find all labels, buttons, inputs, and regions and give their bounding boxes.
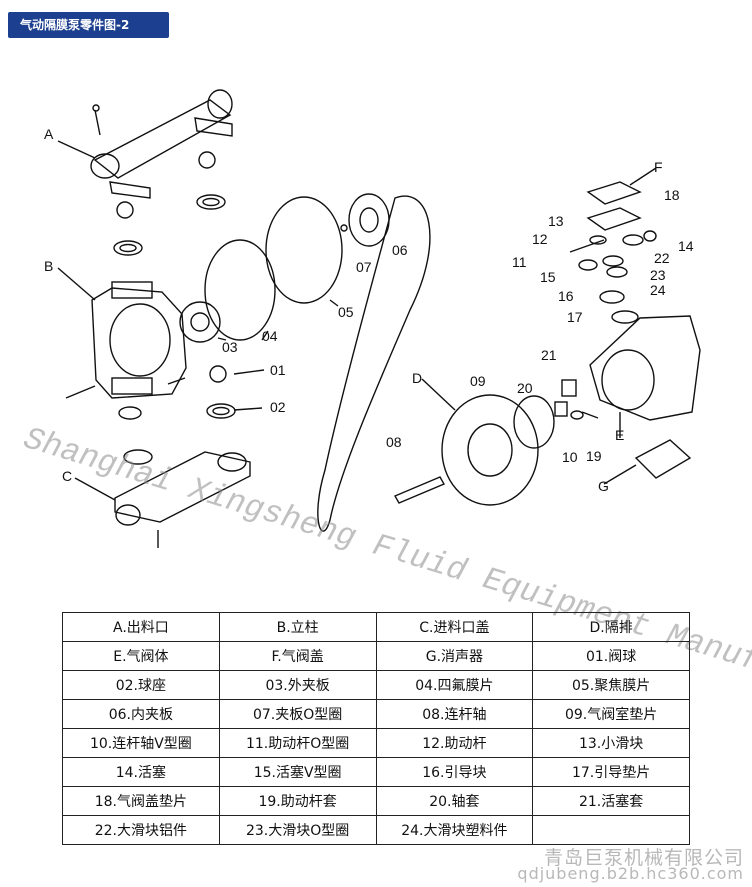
table-cell: 09.气阀室垫片 [532,699,690,729]
table-row: A.出料口 B.立柱 C.进料口盖 D.隔排 [62,612,690,642]
table-row: 18.气阀盖垫片 19.助动杆套 20.轴套 21.活塞套 [62,786,690,816]
label-13: 13 [548,213,564,229]
table-cell: 03.外夹板 [218,670,377,700]
part-e-valve-body [589,315,701,421]
exploded-parts-diagram: A B C D E F G 01 02 03 04 05 06 07 08 09… [44,89,701,548]
table-cell: 16.引导块 [375,757,534,787]
label-09: 09 [470,373,486,389]
label-23: 23 [650,267,666,283]
table-cell: 10.连杆轴V型圈 [62,728,220,758]
table-cell: 05.聚焦膜片 [532,670,690,700]
table-cell: 21.活塞套 [532,786,690,816]
label-08: 08 [386,434,402,450]
table-cell: 17.引导垫片 [532,757,690,787]
label-22: 22 [654,250,670,266]
label-d: D [412,370,422,386]
table-cell: B.立柱 [218,612,377,642]
parts-table: A.出料口 B.立柱 C.进料口盖 D.隔排 E.气阀体 F.气阀盖 G.消声器… [62,612,690,845]
label-05: 05 [338,304,354,320]
label-17: 17 [567,309,583,325]
table-cell: 08.连杆轴 [375,699,534,729]
label-16: 16 [558,288,574,304]
table-cell: 01.阀球 [532,641,690,671]
label-c: C [62,468,72,484]
table-cell: E.气阀体 [62,641,220,671]
label-15: 15 [540,269,556,285]
table-cell: 18.气阀盖垫片 [62,786,220,816]
label-11: 11 [512,254,527,270]
table-cell: 06.内夹板 [62,699,220,729]
table-cell: 13.小滑块 [532,728,690,758]
table-cell: 07.夹板O型圈 [218,699,377,729]
table-cell [532,815,690,845]
table-row: 06.内夹板 07.夹板O型圈 08.连杆轴 09.气阀室垫片 [62,699,690,729]
label-06: 06 [392,242,408,258]
part-b-body [65,281,187,399]
table-cell: 11.助动杆O型圈 [218,728,377,758]
table-cell: 19.助动杆套 [218,786,377,816]
label-02: 02 [270,399,286,415]
label-21: 21 [541,347,557,363]
part-c-inlet [114,449,251,548]
label-07: 07 [356,259,372,275]
table-cell: 15.活塞V型圈 [218,757,377,787]
label-e: E [615,427,624,443]
part-g-silencer [634,439,692,479]
label-14: 14 [678,238,694,254]
label-f: F [654,159,663,175]
label-19: 19 [586,448,602,464]
table-row: E.气阀体 F.气阀盖 G.消声器 01.阀球 [62,641,690,671]
label-a: A [44,126,54,142]
table-cell: 23.大滑块O型圈 [218,815,377,845]
footer-url: qdjubeng.b2b.hc360.com [517,864,744,883]
label-20: 20 [517,380,533,396]
part-f-valve-cover [586,181,642,205]
table-cell: 12.助动杆 [375,728,534,758]
table-cell: A.出料口 [62,612,220,642]
table-cell: 22.大滑块铝件 [62,815,220,845]
table-cell: 24.大滑块塑料件 [375,815,534,845]
page-title: 气动隔膜泵零件图-2 [8,12,169,38]
label-12: 12 [532,231,548,247]
table-cell: 02.球座 [62,670,220,700]
label-04: 04 [262,328,278,344]
table-cell: 04.四氟膜片 [375,670,534,700]
label-03: 03 [222,339,238,355]
part-a-outlet [90,89,233,219]
table-cell: G.消声器 [375,641,534,671]
table-cell: D.隔排 [532,612,690,642]
footer-company: 青岛巨泵机械有限公司 [543,847,744,869]
table-cell: F.气阀盖 [218,641,377,671]
label-b: B [44,258,53,274]
table-cell: 20.轴套 [375,786,534,816]
table-row: 10.连杆轴V型圈 11.助动杆O型圈 12.助动杆 13.小滑块 [62,728,690,758]
label-01: 01 [270,362,286,378]
label-24: 24 [650,282,666,298]
table-row: 14.活塞 15.活塞V型圈 16.引导块 17.引导垫片 [62,757,690,787]
table-cell: C.进料口盖 [375,612,534,642]
table-row: 02.球座 03.外夹板 04.四氟膜片 05.聚焦膜片 [62,670,690,700]
table-row: 22.大滑块铝件 23.大滑块O型圈 24.大滑块塑料件 [62,815,690,845]
label-g: G [598,478,609,494]
label-18: 18 [664,187,680,203]
part-d-diaphragm-housing [441,394,539,506]
label-10: 10 [562,449,578,465]
table-cell: 14.活塞 [62,757,220,787]
